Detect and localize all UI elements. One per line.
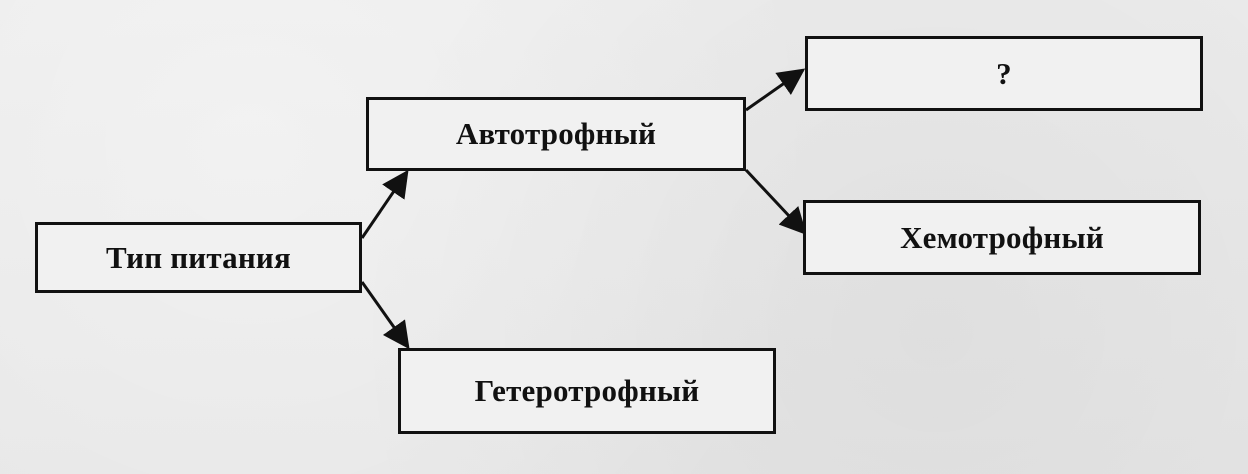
node-autotrophic: Автотрофный <box>366 97 746 171</box>
node-nutrition-type-label: Тип питания <box>106 239 291 275</box>
node-unknown-label: ? <box>996 55 1012 91</box>
node-nutrition-type: Тип питания <box>35 222 362 293</box>
node-unknown: ? <box>805 36 1203 111</box>
arrow-autotroph-to-unknown <box>745 68 806 112</box>
arrow-root-to-heterotroph <box>360 281 410 350</box>
node-chemotrophic-label: Хемотрофный <box>900 219 1104 255</box>
node-heterotrophic-label: Гетеротрофный <box>474 373 700 408</box>
node-autotrophic-label: Автотрофный <box>455 116 657 151</box>
arrow-root-to-autotroph <box>360 169 409 239</box>
arrow-autotroph-to-chemotroph <box>744 168 807 235</box>
node-heterotrophic: Гетеротрофный <box>398 348 776 434</box>
node-chemotrophic: Хемотрофный <box>803 200 1201 275</box>
